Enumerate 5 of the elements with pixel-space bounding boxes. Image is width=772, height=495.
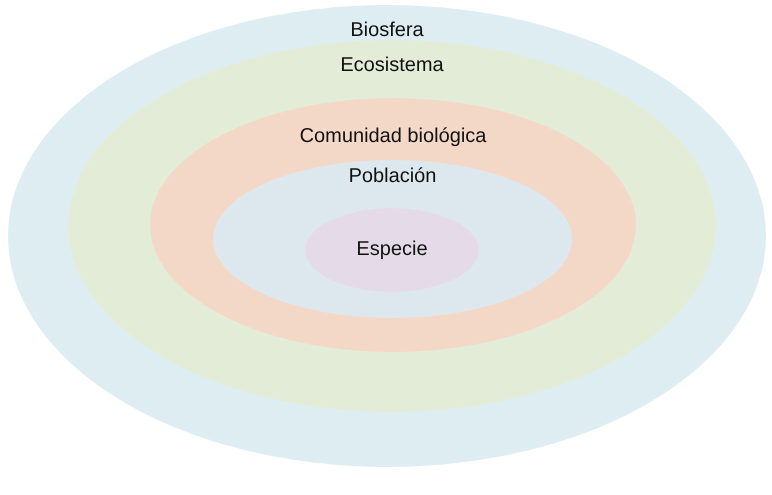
level-label: Población (348, 165, 438, 188)
level-label: Ecosistema (339, 54, 445, 77)
level-label: Comunidad biológica (298, 125, 488, 148)
level-label: Especie (355, 238, 429, 261)
level-label: Biosfera (349, 19, 425, 42)
